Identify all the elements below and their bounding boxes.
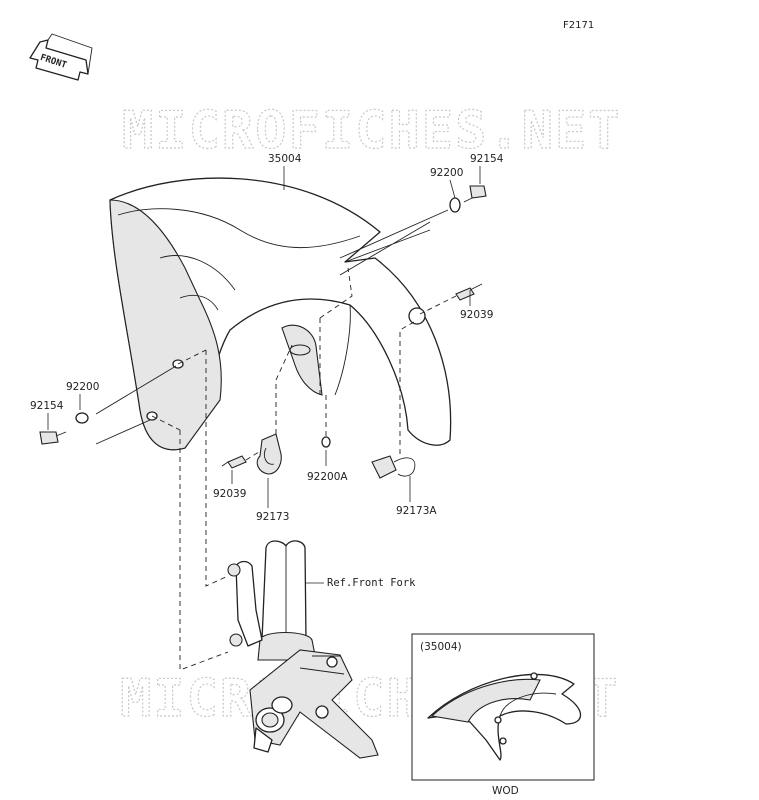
bolt-left-icon [39,431,67,445]
inset-title: (35004) [420,641,462,653]
label-92173: 92173 [256,511,289,523]
front-arrow-icon: FRONT [29,33,93,81]
figure-code: F2171 [563,20,594,31]
label-92154-left: 92154 [30,400,64,412]
label-92200-left: 92200 [66,381,99,393]
label-92039-right: 92039 [460,309,493,321]
clamp-left-icon [221,455,247,469]
label-92200A: 92200A [307,471,348,483]
clip-left-icon [256,433,282,475]
front-fork-assembly [227,540,379,759]
label-92173A: 92173A [396,505,437,517]
label-92039-left: 92039 [213,488,246,500]
front-fender-35004 [109,177,452,451]
clip-right-icon [371,455,416,479]
label-fork-ref: Ref.Front Fork [327,577,416,589]
washer-left-icon [75,412,89,424]
clamp-right-icon [455,283,483,301]
washer-small-icon [321,436,331,448]
bolt-right-icon [463,185,487,203]
inset-wod-box: (35004) [411,633,595,781]
watermark-top: MICROFICHES.NET [122,101,622,161]
label-35004: 35004 [268,153,302,165]
label-92154-right: 92154 [470,153,504,165]
washer-right-icon [449,197,461,213]
label-92200-right: 92200 [430,167,463,179]
inset-caption: WOD [492,785,519,797]
